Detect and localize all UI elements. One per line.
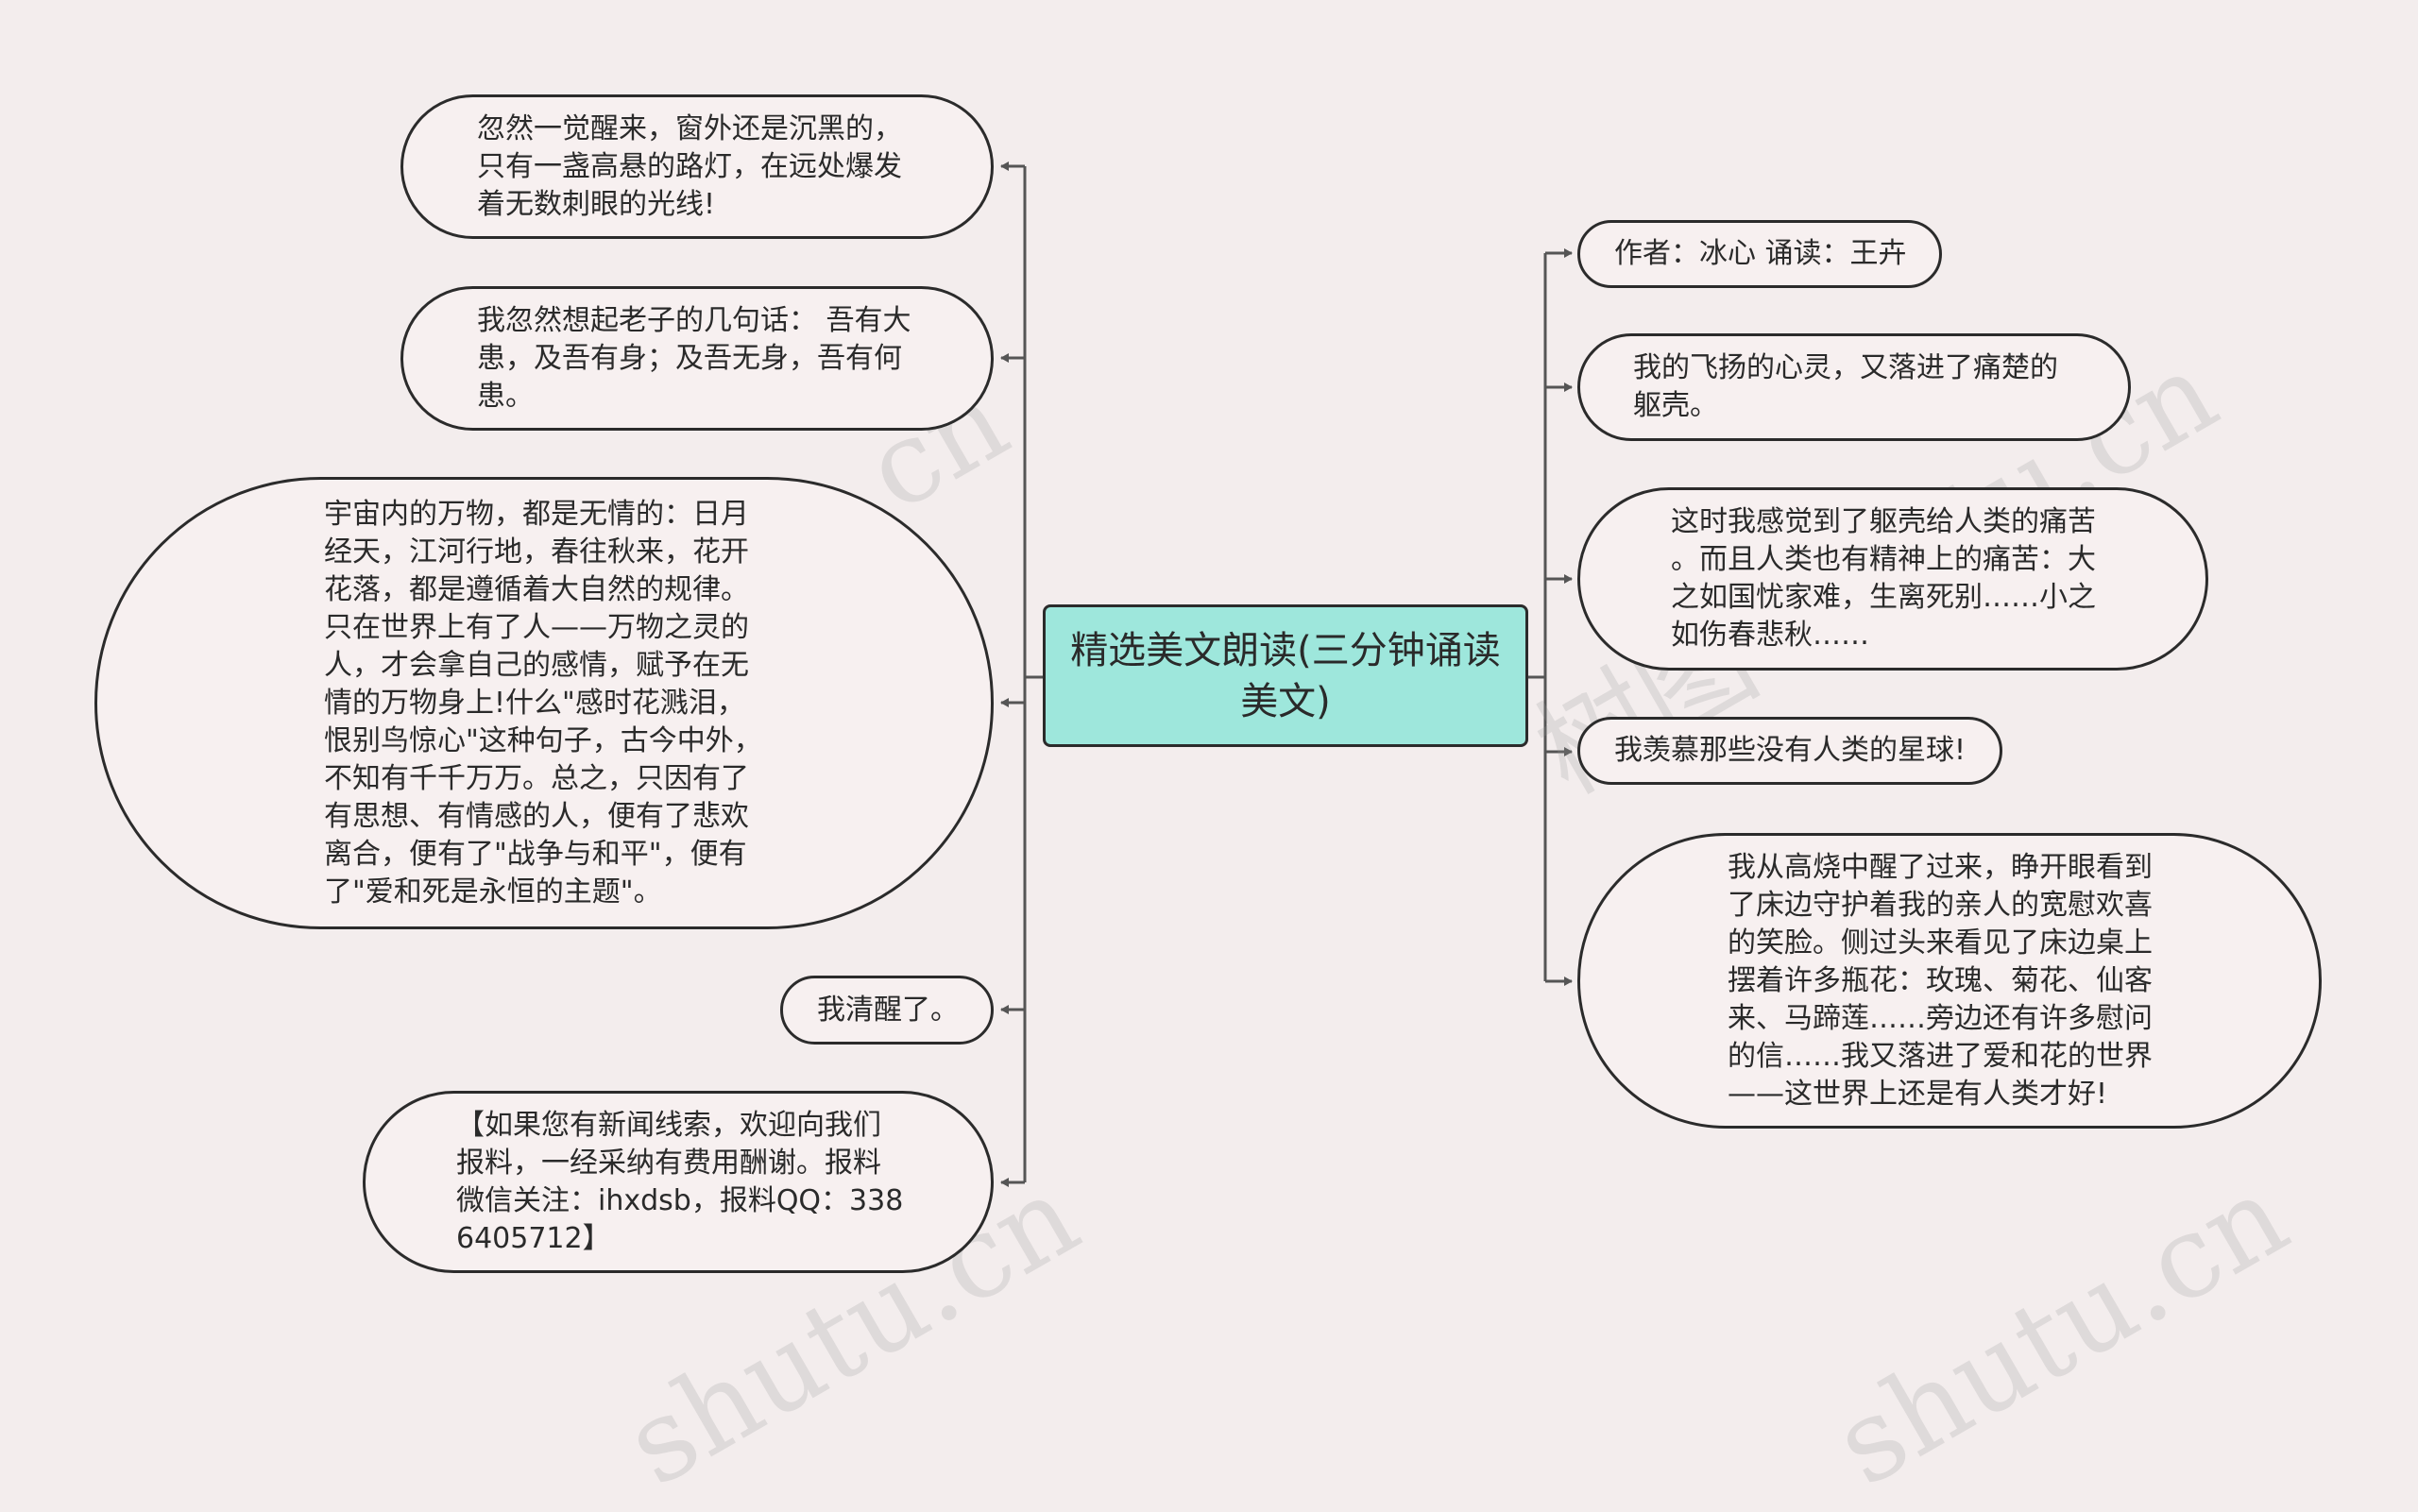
left-node-1[interactable]: 忽然一觉醒来，窗外还是沉黑的， 只有一盏高悬的路灯，在远处爆发 着无数刺眼的光线… bbox=[400, 94, 994, 239]
node-text: 作者：冰心 诵读：王卉 bbox=[1614, 237, 1907, 270]
left-node-5[interactable]: 【如果您有新闻线索，欢迎向我们 报料，一经采纳有费用酬谢。报料 微信关注：ihx… bbox=[363, 1091, 994, 1273]
node-text: 我的飞扬的心灵，又落进了痛楚的 躯壳。 bbox=[1633, 351, 2058, 422]
right-trunk bbox=[1527, 253, 1547, 981]
node-text: 我忽然想起老子的几句话： 吾有大 患，及吾有身；及吾无身，吾有何 患。 bbox=[477, 303, 911, 413]
central-topic[interactable]: 精选美文朗读(三分钟诵读 美文) bbox=[1043, 604, 1528, 747]
node-text: 忽然一觉醒来，窗外还是沉黑的， 只有一盏高悬的路灯，在远处爆发 着无数刺眼的光线… bbox=[477, 111, 902, 221]
mind-map: 树图 shutu.cn 树图 shutu.cn shutu.cn shutu.c… bbox=[94, 94, 2322, 1512]
right-node-1[interactable]: 作者：冰心 诵读：王卉 bbox=[1577, 220, 1942, 288]
left-node-2[interactable]: 我忽然想起老子的几句话： 吾有大 患，及吾有身；及吾无身，吾有何 患。 bbox=[400, 286, 994, 431]
node-text: 宇宙内的万物，都是无情的：日月 经天，江河行地，春往秋来，花开 花落，都是遵循着… bbox=[324, 497, 762, 909]
node-text: 我清醒了。 bbox=[817, 993, 959, 1027]
connector-lines bbox=[1000, 161, 1573, 1187]
left-node-3[interactable]: 宇宙内的万物，都是无情的：日月 经天，江河行地，春往秋来，花开 花落，都是遵循着… bbox=[94, 477, 994, 929]
node-text: 我羡慕那些没有人类的星球! bbox=[1614, 734, 1967, 767]
right-node-2[interactable]: 我的飞扬的心灵，又落进了痛楚的 躯壳。 bbox=[1577, 333, 2131, 441]
right-node-5[interactable]: 我从高烧中醒了过来，睁开眼看到 了床边守护着我的亲人的宽慰欢喜 的笑脸。侧过头来… bbox=[1577, 833, 2322, 1129]
node-text: 我从高烧中醒了过来，睁开眼看到 了床边守护着我的亲人的宽慰欢喜 的笑脸。侧过头来… bbox=[1728, 850, 2153, 1111]
right-node-3[interactable]: 这时我感觉到了躯壳给人类的痛苦 。而且人类也有精神上的痛苦：大 之如国忧家难，生… bbox=[1577, 487, 2208, 671]
left-trunk bbox=[1023, 166, 1043, 1182]
left-node-4[interactable]: 我清醒了。 bbox=[780, 976, 994, 1045]
central-topic-label: 精选美文朗读(三分钟诵读 美文) bbox=[1070, 628, 1501, 723]
node-text: 这时我感觉到了躯壳给人类的痛苦 。而且人类也有精神上的痛苦：大 之如国忧家难，生… bbox=[1671, 505, 2096, 652]
node-text: 【如果您有新闻线索，欢迎向我们 报料，一经采纳有费用酬谢。报料 微信关注：ihx… bbox=[456, 1108, 904, 1255]
right-node-4[interactable]: 我羡慕那些没有人类的星球! bbox=[1577, 717, 2002, 785]
